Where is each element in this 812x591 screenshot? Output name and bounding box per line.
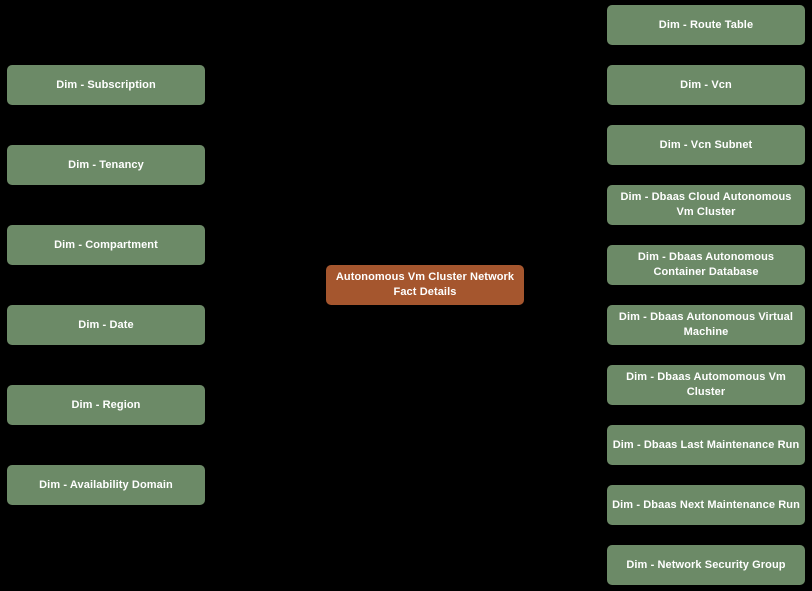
dimension-node-dim-tenancy[interactable]: Dim - Tenancy (7, 145, 205, 185)
node-label: Dim - Network Security Group (626, 558, 786, 571)
node-label: Dim - Availability Domain (39, 478, 173, 491)
dimension-node-dim-route-table[interactable]: Dim - Route Table (607, 5, 805, 45)
dimension-node-dim-vcn-subnet[interactable]: Dim - Vcn Subnet (607, 125, 805, 165)
fact-node-autonomous-vm-cluster-network-fact-details[interactable]: Autonomous Vm Cluster Network Fact Detai… (326, 265, 524, 305)
dimension-node-dim-dbaas-last-maintenance-run[interactable]: Dim - Dbaas Last Maintenance Run (607, 425, 805, 465)
node-label: Dim - Region (71, 398, 141, 411)
node-label: Dim - Dbaas Next Maintenance Run (612, 498, 800, 511)
node-label: Dim - Dbaas Last Maintenance Run (612, 438, 800, 451)
dimension-node-dim-compartment[interactable]: Dim - Compartment (7, 225, 205, 265)
dimension-node-dim-availability-domain[interactable]: Dim - Availability Domain (7, 465, 205, 505)
node-label: Dim - Tenancy (68, 158, 144, 171)
dimension-node-dim-subscription[interactable]: Dim - Subscription (7, 65, 205, 105)
node-label: Dim - Vcn Subnet (659, 138, 753, 151)
node-label: Dim - Dbaas Automomous Vm Cluster (626, 371, 786, 398)
node-label: Dim - Subscription (56, 78, 156, 91)
node-label: Dim - Dbaas Cloud Autonomous Vm Cluster (620, 191, 792, 218)
node-label: Dim - Date (78, 318, 134, 331)
dimension-node-dim-dbaas-automomous-vm-cluster[interactable]: Dim - Dbaas Automomous Vm Cluster (607, 365, 805, 405)
node-label: Dim - Dbaas Autonomous Virtual Machine (618, 311, 794, 338)
dimension-node-dim-dbaas-autonomous-container-database[interactable]: Dim - Dbaas Autonomous Container Databas… (607, 245, 805, 285)
node-label: Dim - Dbaas Autonomous Container Databas… (637, 251, 775, 278)
node-label: Autonomous Vm Cluster Network Fact Detai… (335, 271, 515, 298)
dimension-node-dim-date[interactable]: Dim - Date (7, 305, 205, 345)
dimension-node-dim-dbaas-next-maintenance-run[interactable]: Dim - Dbaas Next Maintenance Run (607, 485, 805, 525)
node-label: Dim - Vcn (680, 78, 732, 91)
dimension-node-dim-vcn[interactable]: Dim - Vcn (607, 65, 805, 105)
node-label: Dim - Route Table (658, 18, 754, 31)
dimension-node-dim-region[interactable]: Dim - Region (7, 385, 205, 425)
dimension-node-dim-network-security-group[interactable]: Dim - Network Security Group (607, 545, 805, 585)
dimension-node-dim-dbaas-cloud-autonomous-vm-cluster[interactable]: Dim - Dbaas Cloud Autonomous Vm Cluster (607, 185, 805, 225)
dimension-node-dim-dbaas-autonomous-virtual-machine[interactable]: Dim - Dbaas Autonomous Virtual Machine (607, 305, 805, 345)
node-label: Dim - Compartment (54, 238, 158, 251)
